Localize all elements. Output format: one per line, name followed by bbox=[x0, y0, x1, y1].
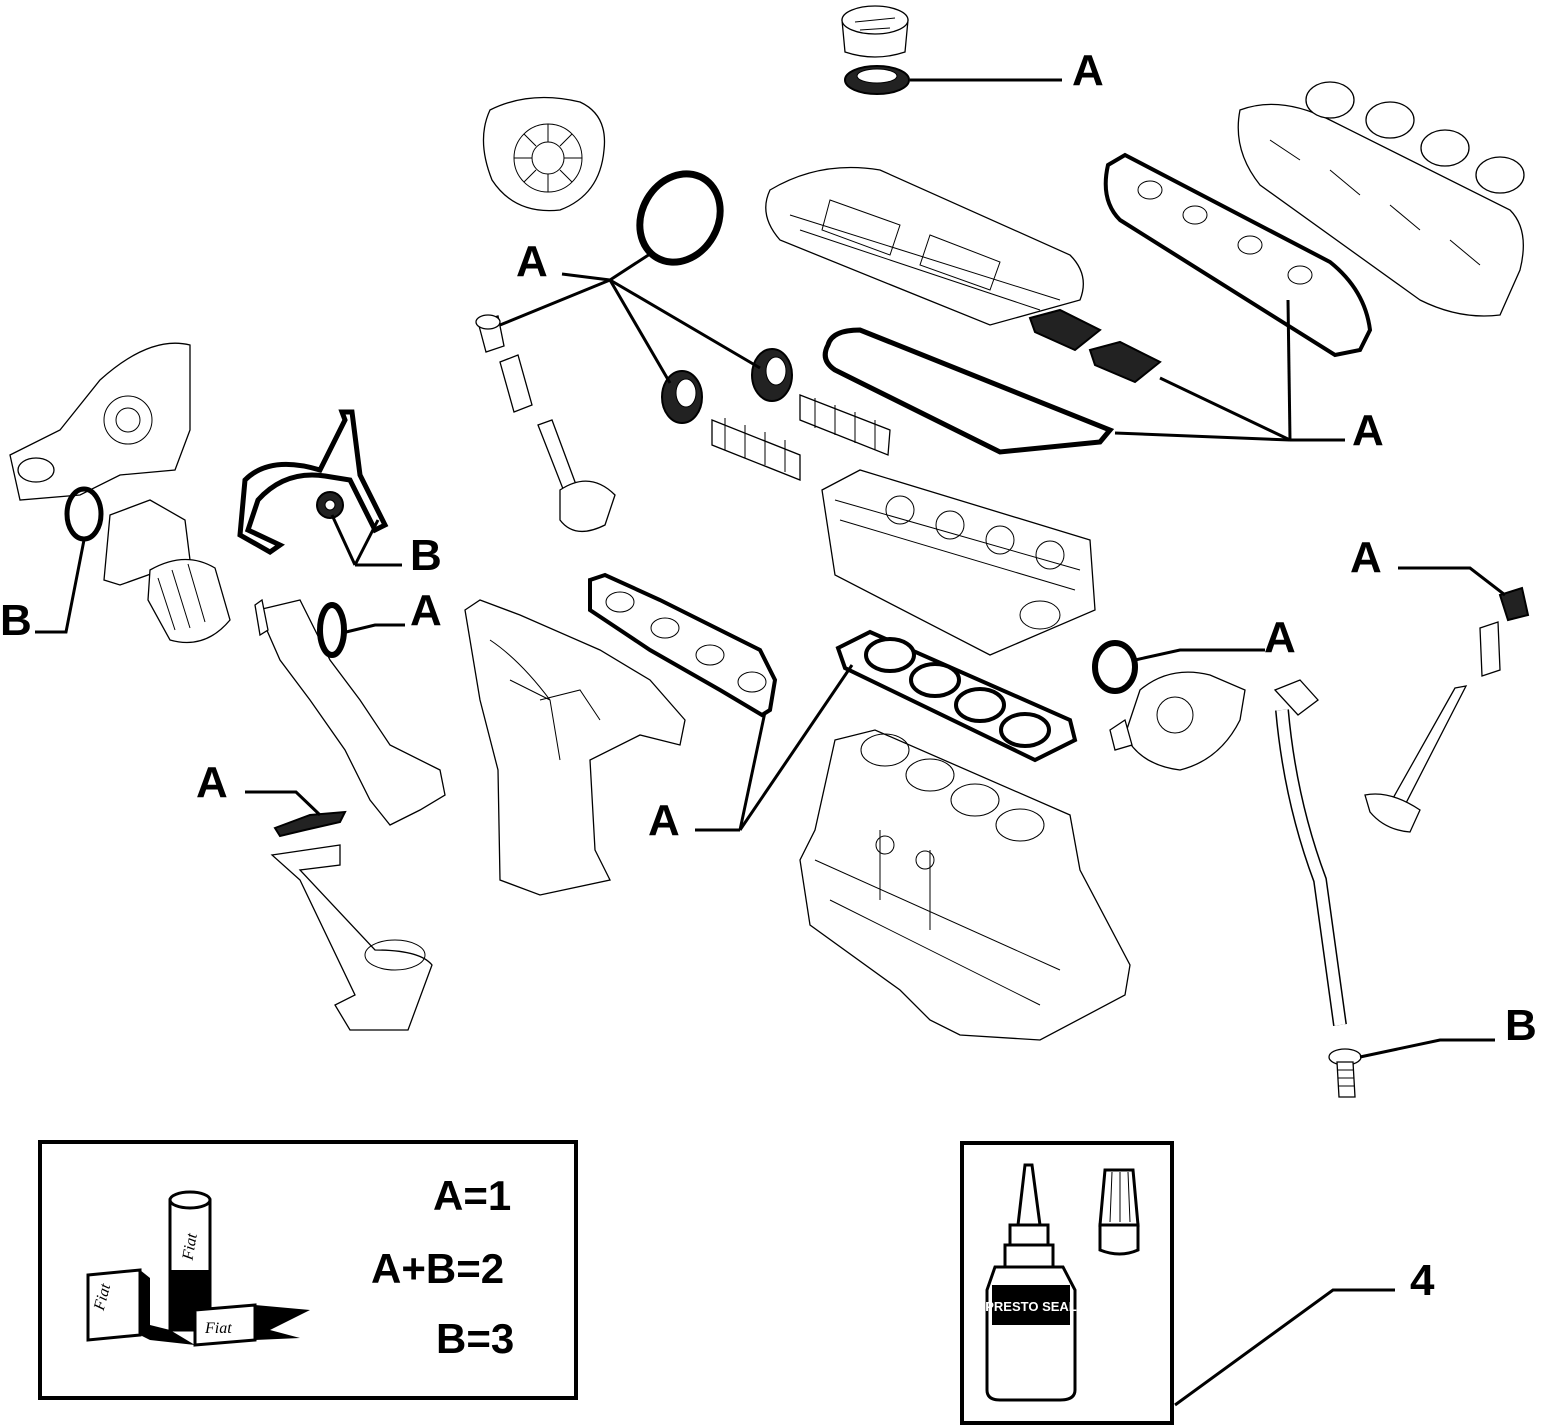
callout-leader-lines bbox=[35, 78, 1506, 1407]
callout-sealant-kit: 4 bbox=[1410, 1256, 1435, 1305]
callout-crank-seals: A bbox=[516, 237, 548, 286]
oil-pump bbox=[9, 342, 191, 501]
callout-pickup-gasket: A bbox=[196, 758, 228, 807]
valve-tappet bbox=[499, 354, 533, 413]
sealant-bottle: PRESTO SEAL bbox=[985, 1163, 1077, 1402]
callout-oil-cap-seal: A bbox=[1072, 46, 1104, 95]
camshaft-cover-gasket bbox=[822, 327, 1115, 455]
oil-pickup-tube bbox=[270, 844, 433, 1031]
exhaust-valve-tappet bbox=[1479, 621, 1501, 677]
timing-shaft-seal bbox=[316, 491, 344, 519]
thermostat-housing bbox=[1109, 671, 1246, 771]
camshaft-seal-2 bbox=[751, 348, 793, 402]
exhaust-valve-stem-seal bbox=[1498, 586, 1530, 622]
cylinder-head bbox=[821, 469, 1096, 656]
cylinder-head-gasket bbox=[835, 629, 1078, 763]
camshaft-seal-1 bbox=[661, 370, 703, 424]
callout-cover-intake-gaskets: A bbox=[1352, 406, 1384, 455]
water-pump bbox=[482, 96, 606, 212]
callout-water-pump-ring: A bbox=[1264, 613, 1296, 662]
dipstick-bolt bbox=[1328, 1048, 1362, 1098]
oil-pickup-gasket bbox=[273, 810, 347, 838]
water-pump-o-ring bbox=[1092, 640, 1138, 694]
water-outlet-pipe bbox=[254, 598, 446, 826]
legend-brand-1: Fiat bbox=[91, 1281, 115, 1313]
callout-dipstick-bolt: B bbox=[1505, 1001, 1537, 1050]
oil-filter-o-ring bbox=[64, 486, 104, 542]
valve-stem-seal bbox=[475, 314, 505, 353]
sealant-cap bbox=[1098, 1168, 1140, 1256]
engine-block bbox=[799, 729, 1131, 1041]
oil-filler-cap bbox=[841, 5, 909, 58]
callout-thermostat-gasket: A bbox=[410, 586, 442, 635]
legend-line-1: A=1 bbox=[433, 1172, 511, 1219]
exhaust-manifold bbox=[464, 599, 686, 896]
legend-line-3: B=3 bbox=[436, 1315, 514, 1362]
sealant-bottle-label: PRESTO SEAL bbox=[985, 1299, 1077, 1314]
callout-valve-stem: A bbox=[1350, 533, 1382, 582]
callout-oil-filter-ring: B bbox=[0, 596, 32, 645]
oil-filter bbox=[103, 499, 231, 644]
callout-labels: A A A B B A A A A A B 4 bbox=[0, 46, 1537, 1305]
crankshaft-rear-seal bbox=[636, 170, 724, 266]
gasket-kit-icon: Fiat Fiat Fiat bbox=[86, 1190, 310, 1347]
timing-belt-cover-gasket bbox=[237, 409, 389, 555]
intake-manifold bbox=[1237, 81, 1525, 317]
legend-brand-3: Fiat bbox=[204, 1320, 232, 1337]
sealant-kit-box: PRESTO SEAL bbox=[960, 1141, 1174, 1425]
exhaust-manifold-gasket bbox=[588, 572, 778, 718]
camshafts bbox=[711, 394, 891, 481]
breather-plate-gaskets bbox=[1028, 308, 1162, 384]
legend-brand-2: Fiat bbox=[179, 1232, 201, 1263]
legend-line-2: A+B=2 bbox=[371, 1245, 504, 1292]
thermostat-gasket bbox=[317, 602, 347, 658]
intake-manifold-gasket bbox=[1103, 152, 1373, 358]
callout-head-exhaust-gaskets: A bbox=[648, 796, 680, 845]
legend-box: Fiat Fiat Fiat A=1 A+B=2 B=3 bbox=[38, 1140, 578, 1400]
oil-cap-seal-ring bbox=[844, 65, 910, 95]
callout-timing-cover: B bbox=[410, 531, 442, 580]
exhaust-valve bbox=[1364, 685, 1468, 833]
inlet-valve bbox=[537, 419, 616, 532]
camshaft-cover bbox=[765, 166, 1084, 326]
dipstick-tube bbox=[1273, 679, 1347, 1026]
